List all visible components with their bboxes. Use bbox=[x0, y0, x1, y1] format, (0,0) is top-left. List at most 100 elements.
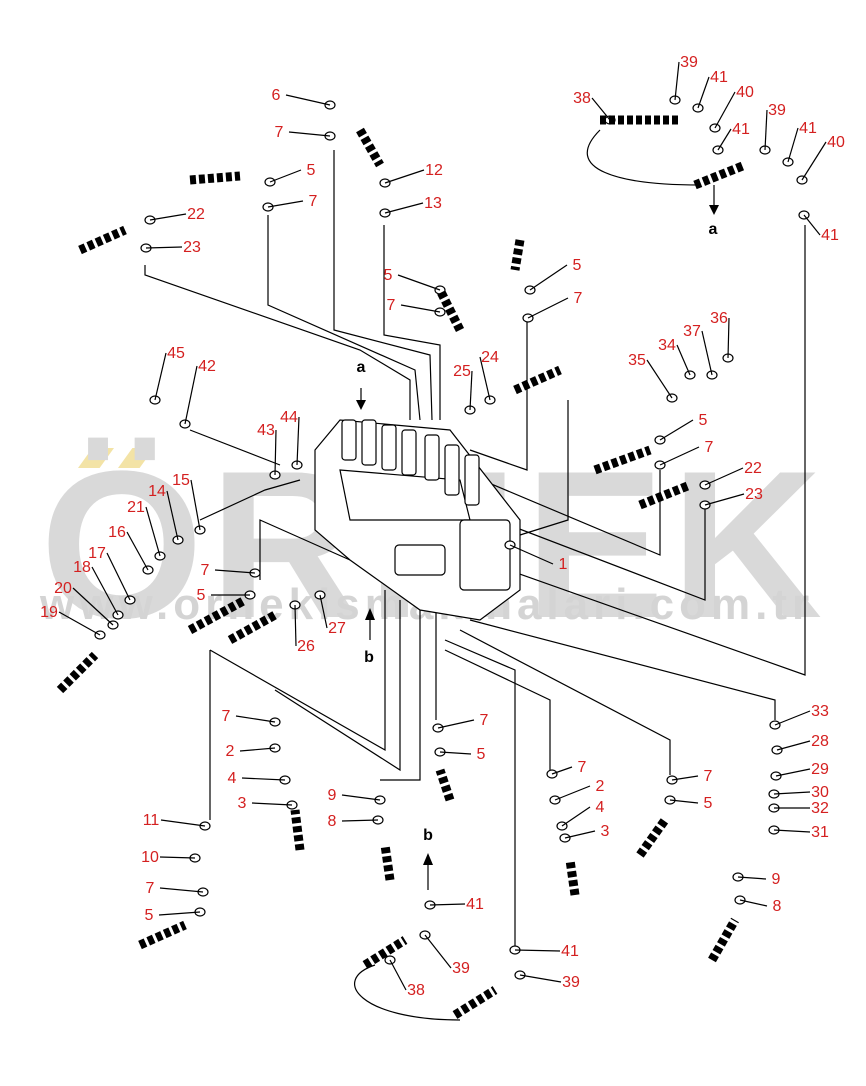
leader-line bbox=[400, 304, 441, 313]
leader-line bbox=[145, 506, 161, 557]
leader-line bbox=[58, 611, 101, 636]
callout-number: 27 bbox=[328, 620, 346, 637]
callout-number: 41 bbox=[466, 896, 484, 913]
callout-number: 41 bbox=[561, 943, 579, 960]
leader-line bbox=[554, 785, 591, 801]
fitting-part bbox=[709, 123, 721, 133]
callout-number: 22 bbox=[744, 460, 762, 477]
leader-line bbox=[251, 802, 293, 806]
hose-part bbox=[693, 160, 747, 190]
leader-line bbox=[671, 775, 699, 781]
callout-number: 13 bbox=[424, 195, 442, 212]
callout-number: 43 bbox=[257, 422, 275, 439]
callout-number: 7 bbox=[146, 880, 155, 897]
callout-number: 23 bbox=[745, 486, 763, 503]
leader-line bbox=[774, 710, 811, 726]
callout-number: 16 bbox=[108, 524, 126, 541]
leader-line bbox=[529, 264, 568, 291]
leader-line bbox=[389, 959, 407, 991]
callout-number: 5 bbox=[704, 795, 713, 812]
callout-number: 23 bbox=[183, 239, 201, 256]
callout-number: 7 bbox=[387, 297, 396, 314]
leader-line bbox=[397, 274, 441, 291]
callout-number: 1 bbox=[559, 556, 568, 573]
leader-line bbox=[591, 97, 611, 121]
callout-number: 39 bbox=[562, 974, 580, 991]
leader-line bbox=[801, 141, 827, 181]
leader-line bbox=[166, 490, 179, 541]
leader-line bbox=[159, 856, 196, 859]
leader-line bbox=[676, 344, 691, 376]
leader-line bbox=[241, 777, 286, 781]
leader-line bbox=[775, 768, 811, 777]
leader-line bbox=[341, 819, 379, 822]
hose-part bbox=[56, 651, 99, 694]
leader-line bbox=[561, 806, 591, 827]
callout-number: 5 bbox=[197, 587, 206, 604]
view-marker: b bbox=[423, 827, 433, 844]
leader-line bbox=[704, 493, 745, 506]
callout-number: 41 bbox=[710, 69, 728, 86]
hose-part bbox=[565, 859, 580, 896]
leader-line bbox=[739, 899, 768, 907]
leader-line bbox=[158, 911, 201, 916]
leader-line bbox=[294, 604, 297, 647]
callout-number: 24 bbox=[481, 349, 499, 366]
hose-part bbox=[189, 171, 241, 185]
callout-number: 5 bbox=[307, 162, 316, 179]
hose-part bbox=[78, 225, 127, 255]
callout-number: 7 bbox=[574, 290, 583, 307]
leader-line bbox=[184, 365, 198, 425]
hose-part bbox=[636, 817, 669, 858]
leader-line bbox=[160, 819, 206, 827]
leader-line bbox=[514, 949, 561, 952]
callout-number: 3 bbox=[238, 795, 247, 812]
callout-number: 21 bbox=[127, 499, 145, 516]
leader-line bbox=[91, 566, 119, 616]
callout-number: 38 bbox=[407, 982, 425, 999]
hose-part bbox=[638, 480, 692, 510]
leader-line bbox=[274, 429, 277, 476]
hose-part bbox=[380, 844, 395, 881]
leader-line bbox=[429, 903, 466, 906]
callout-number: 7 bbox=[480, 712, 489, 729]
callout-number: 9 bbox=[772, 871, 781, 888]
callout-number: 17 bbox=[88, 545, 106, 562]
callout-number: 34 bbox=[658, 337, 676, 354]
callout-number: 4 bbox=[596, 799, 605, 816]
leader-line bbox=[341, 794, 381, 801]
hose-lines bbox=[144, 129, 806, 1021]
callout-number: 5 bbox=[145, 907, 154, 924]
callout-number: 14 bbox=[148, 483, 166, 500]
leader-line bbox=[659, 419, 694, 441]
callout-number: 45 bbox=[167, 345, 185, 362]
callout-number: 2 bbox=[596, 778, 605, 795]
leader-line bbox=[149, 213, 187, 221]
callout-number: 44 bbox=[280, 409, 298, 426]
leader-line bbox=[159, 887, 204, 893]
hose-part bbox=[227, 611, 278, 644]
leader-line bbox=[126, 531, 149, 571]
callout-number: 39 bbox=[768, 102, 786, 119]
callout-number: 35 bbox=[628, 352, 646, 369]
callout-number: 41 bbox=[732, 121, 750, 138]
leader-line bbox=[509, 544, 554, 565]
callout-number: 25 bbox=[453, 363, 471, 380]
leader-line bbox=[190, 479, 201, 531]
leader-line bbox=[72, 587, 114, 626]
callout-number: 7 bbox=[201, 562, 210, 579]
callout-number: 7 bbox=[222, 708, 231, 725]
leader-line bbox=[296, 416, 300, 466]
callout-number: 19 bbox=[40, 604, 58, 621]
callout-number: 4 bbox=[228, 770, 237, 787]
callout-number: 7 bbox=[704, 768, 713, 785]
leader-line bbox=[737, 876, 767, 880]
callout-number: 38 bbox=[573, 90, 591, 107]
control-valve-assembly bbox=[314, 419, 521, 621]
callout-number: 18 bbox=[73, 559, 91, 576]
leader-line bbox=[773, 829, 811, 833]
callout-number: 40 bbox=[827, 134, 845, 151]
leader-line bbox=[697, 76, 710, 109]
